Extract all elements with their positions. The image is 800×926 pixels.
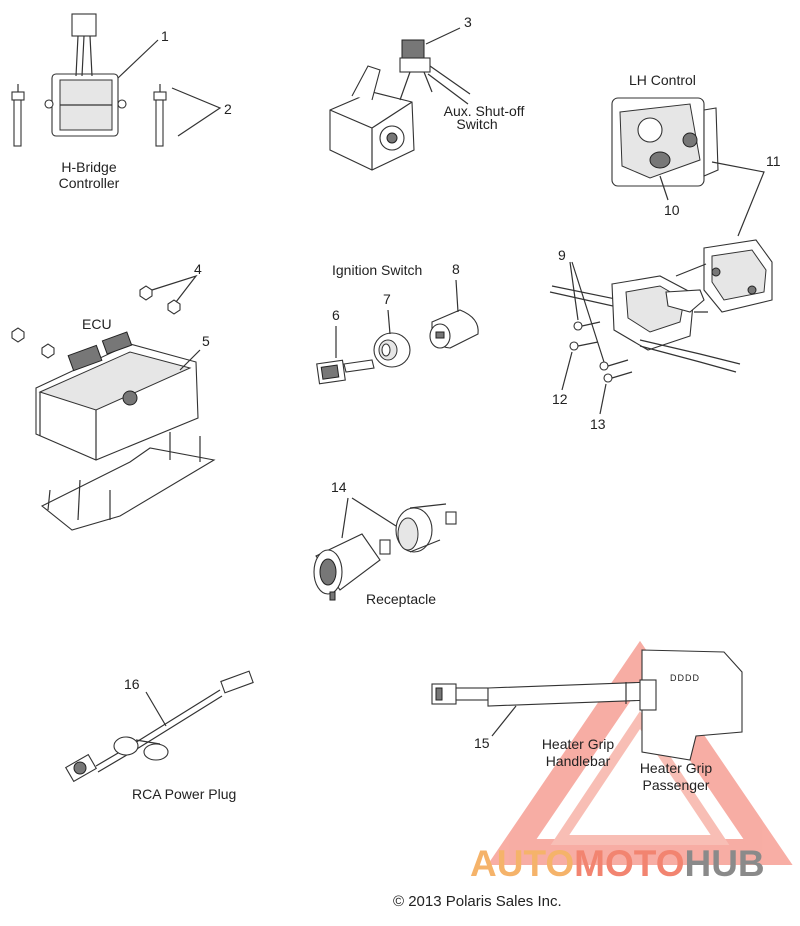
watermark-logo: AUTOMOTOHUB xyxy=(470,843,765,885)
label-lh-control: LH Control xyxy=(629,72,696,88)
label-h-bridge-line1: H-Bridge xyxy=(61,159,117,175)
aux-shutoff-switch-icon xyxy=(329,39,471,171)
heater-grip-passenger-pad-icon xyxy=(639,649,743,761)
callout-10: 10 xyxy=(664,202,680,218)
label-heater-handlebar-line2: Handlebar xyxy=(545,753,611,769)
heater-grip-code: DDDD xyxy=(670,673,700,683)
callout-7: 7 xyxy=(383,291,391,307)
callout-13: 13 xyxy=(590,416,606,432)
callout-1: 1 xyxy=(161,28,169,44)
callout-11: 11 xyxy=(766,153,781,169)
callout-2: 2 xyxy=(224,101,232,117)
label-heater-handlebar-line1: Heater Grip xyxy=(541,736,615,752)
ignition-key-icon xyxy=(316,359,375,385)
label-aux-line1: Aux. Shut-off xyxy=(443,103,525,119)
copyright-text: © 2013 Polaris Sales Inc. xyxy=(393,893,562,910)
callout-4: 4 xyxy=(194,261,202,277)
bolt-icon xyxy=(11,84,167,147)
h-bridge-controller-icon xyxy=(44,13,127,137)
label-ecu: ECU xyxy=(82,316,112,332)
receptacle-icon xyxy=(313,533,391,601)
callout-3: 3 xyxy=(464,14,472,30)
callout-16: 16 xyxy=(124,676,140,692)
watermark-moto: MOTO xyxy=(574,843,685,884)
label-rca-power-plug: RCA Power Plug xyxy=(132,786,237,802)
nut-icon xyxy=(11,285,181,359)
ignition-nut-icon xyxy=(373,332,411,368)
watermark-auto: AUTO xyxy=(470,843,575,884)
callout-6: 6 xyxy=(332,307,340,323)
label-aux-line2: Switch xyxy=(456,116,498,132)
handlebar-control-assembly-icon xyxy=(549,239,773,373)
callout-9: 9 xyxy=(558,247,566,263)
callout-15: 15 xyxy=(474,735,490,751)
ecu-icon xyxy=(35,331,216,531)
rca-power-plug-icon xyxy=(64,670,254,783)
callout-8: 8 xyxy=(452,261,460,277)
label-h-bridge-line2: Controller xyxy=(58,175,120,191)
callout-12: 12 xyxy=(552,391,568,407)
callout-5: 5 xyxy=(202,333,210,349)
ignition-switch-body-icon xyxy=(429,309,479,349)
label-heater-passenger-line2: Passenger xyxy=(642,777,710,793)
watermark-triangle xyxy=(487,640,793,865)
callout-14: 14 xyxy=(331,479,347,495)
label-ignition-switch: Ignition Switch xyxy=(332,262,423,278)
watermark-hub: HUB xyxy=(684,843,765,884)
receptacle-cap-icon xyxy=(395,503,457,553)
screw-icon xyxy=(569,321,633,383)
label-receptacle: Receptacle xyxy=(366,591,437,607)
label-heater-passenger-line1: Heater Grip xyxy=(639,760,713,776)
lh-control-icon xyxy=(611,97,719,187)
